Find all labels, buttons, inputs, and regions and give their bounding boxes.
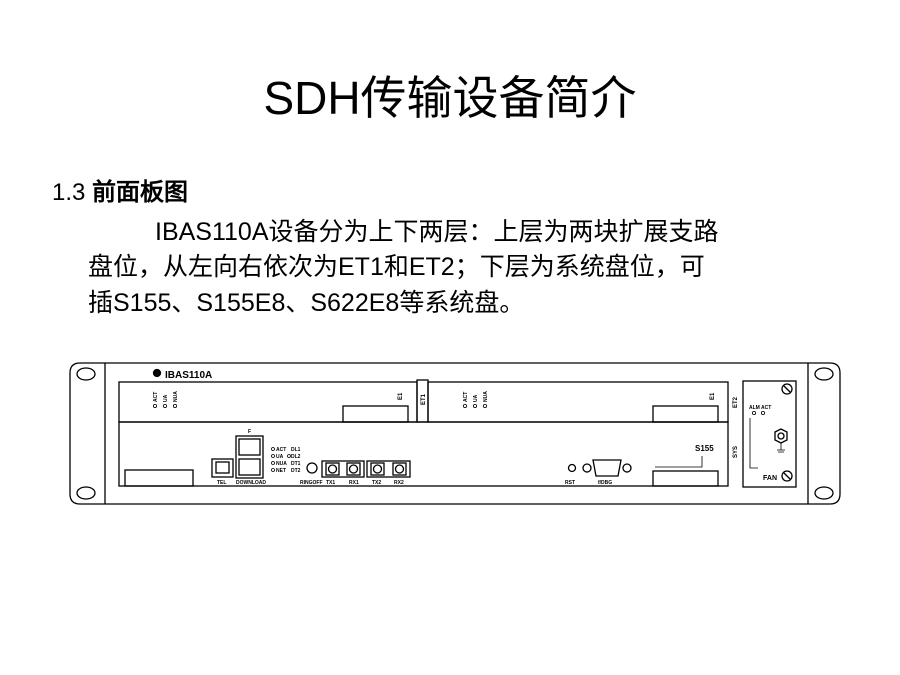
- svg-text:ACT: ACT: [153, 392, 159, 402]
- brand-logo: IBAS110A: [152, 368, 212, 381]
- svg-text:UA: UA: [473, 394, 479, 402]
- section-number: 1.3: [52, 179, 86, 206]
- chassis: [69, 362, 841, 505]
- rst-button[interactable]: [567, 463, 577, 473]
- svg-text:RX2: RX2: [394, 480, 404, 486]
- label-et1: ET1: [421, 393, 427, 405]
- svg-text:DL2: DL2: [291, 454, 301, 460]
- svg-text:ACT: ACT: [276, 447, 286, 453]
- connector-et2: [652, 405, 719, 423]
- svg-text:NET: NET: [276, 468, 286, 474]
- tributary-leds-left: ACT UA NUA: [152, 391, 179, 408]
- svg-text:UA: UA: [163, 394, 169, 402]
- svg-text:NUA: NUA: [276, 461, 287, 467]
- svg-text:DL1: DL1: [291, 447, 301, 453]
- slide-title: SDH传输设备简介: [263, 72, 637, 124]
- svg-text:ACT: ACT: [463, 392, 469, 402]
- svg-text:NUA: NUA: [173, 391, 179, 402]
- svg-text:FAN: FAN: [763, 475, 777, 482]
- sys-connector-right: [652, 470, 719, 487]
- svg-text:UA: UA: [276, 454, 284, 460]
- connector-et1: [342, 405, 409, 423]
- svg-text:IBAS110A: IBAS110A: [165, 370, 212, 381]
- fan-panel: ALM ACT FAN: [742, 380, 797, 488]
- section-heading: 1.3 前面板图: [52, 172, 188, 207]
- svg-text:F: F: [248, 429, 251, 435]
- paragraph-line-2: 盘位，从左向右依次为ET1和ET2；下层为系统盘位，可: [88, 253, 705, 281]
- paragraph-line-3: 插S155、S155E8、S622E8等系统盘。: [88, 289, 525, 317]
- svg-text:DT1: DT1: [291, 461, 301, 467]
- svg-text:f/DBG: f/DBG: [598, 480, 612, 486]
- label-e1-right: E1: [710, 392, 716, 400]
- label-s155: S155: [695, 444, 714, 453]
- svg-text:ACT: ACT: [761, 405, 771, 411]
- ringoff-button[interactable]: [306, 462, 318, 474]
- section-title: 前面板图: [92, 179, 189, 206]
- dbg-port[interactable]: f/DBG: [582, 459, 632, 486]
- tributary-leds-right: ACT UA NUA: [462, 391, 489, 408]
- status-leds: ACT DL1 UA DL2 NUA DT1 NET DT2: [271, 447, 301, 474]
- optical-port-2[interactable]: TX2 RX2: [366, 460, 411, 486]
- svg-text:TX1: TX1: [326, 480, 335, 486]
- svg-text:ALM: ALM: [749, 405, 760, 411]
- svg-text:RST: RST: [565, 480, 575, 486]
- paragraph-line-1: IBAS110A设备分为上下两层：上层为两块扩展支路: [155, 218, 719, 246]
- svg-text:DOWNLOAD: DOWNLOAD: [236, 480, 266, 486]
- svg-text:TX2: TX2: [372, 480, 381, 486]
- optical-port-1[interactable]: TX1 RX1: [321, 460, 365, 486]
- svg-text:RINGOFF: RINGOFF: [300, 480, 323, 486]
- label-et2: ET2: [733, 396, 739, 408]
- slot-sys: [118, 421, 729, 487]
- svg-text:RX1: RX1: [349, 480, 359, 486]
- tel-port[interactable]: [211, 458, 234, 478]
- svg-text:DT2: DT2: [291, 468, 301, 474]
- svg-text:TEL: TEL: [217, 480, 226, 486]
- label-sys: SYS: [733, 446, 739, 458]
- sys-connector-left: [124, 469, 194, 487]
- label-e1-left: E1: [398, 392, 404, 400]
- download-port[interactable]: [235, 435, 264, 479]
- svg-text:NUA: NUA: [483, 391, 489, 402]
